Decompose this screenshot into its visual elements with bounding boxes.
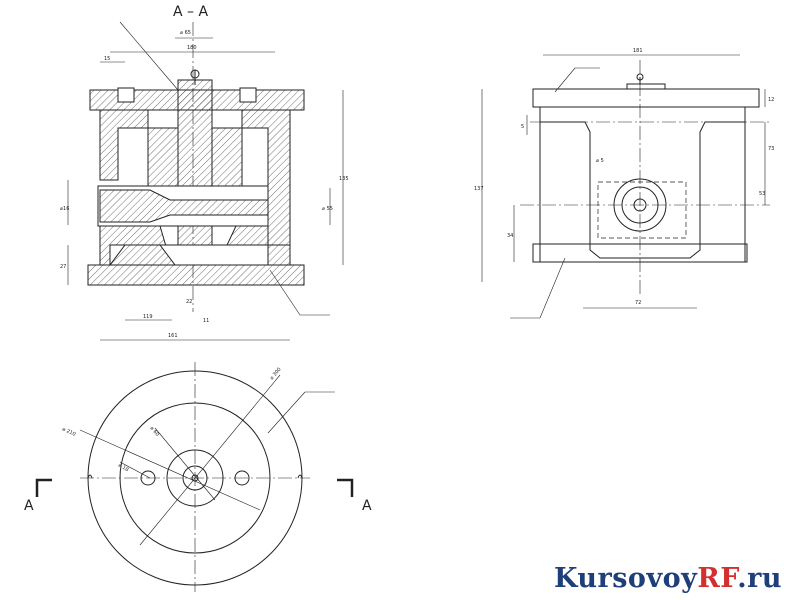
dim-bottom-overall: 161: [168, 333, 178, 339]
watermark: KursovoyRF.ru: [554, 563, 782, 594]
dim-bottom-tiny: 11: [203, 318, 209, 324]
side-dim-left-total: 137: [474, 186, 484, 192]
side-dim-right-small: 12: [768, 97, 774, 103]
leader-top: [119, 21, 179, 91]
watermark-main: Kursovoy: [554, 563, 698, 594]
side-leader-bottom: [539, 257, 566, 319]
side-leader-top: [554, 67, 576, 93]
section-top-bolt-right: [239, 87, 257, 103]
section-marker-right-label: А: [362, 498, 372, 514]
dim-left-small: 15: [104, 56, 110, 62]
dim-left-phi: ⌀16: [60, 206, 69, 212]
dim-left-lower: 27: [60, 264, 66, 270]
dim-height-right: 135: [339, 176, 349, 182]
dim-top-width: 180: [187, 45, 197, 51]
plan-dim-outer-phi: ⌀ 300: [269, 367, 283, 382]
section-title: А – А: [173, 4, 208, 20]
side-hidden-box: [597, 181, 687, 239]
section-top-bolt-left: [117, 87, 135, 103]
plan-view: ⌀ 300 ⌀ 210 ⌀ 60 ⌀ 18 А А: [24, 362, 372, 592]
side-inner-profile: [540, 121, 745, 259]
side-dim-bottom-width: 72: [635, 300, 641, 306]
section-horizontal-shaft: [99, 189, 269, 223]
watermark-accent: RF: [697, 563, 738, 594]
side-dim-right-lower: 53: [759, 191, 765, 197]
plan-dim-line-outer: [139, 374, 281, 546]
side-view: 181 12 73 53 5 137 34 ⌀ 5 72: [474, 48, 774, 319]
section-base-plate: [87, 264, 305, 286]
section-center-shaft: [177, 79, 213, 263]
side-top-cap: [626, 83, 666, 89]
plan-notch-right: [297, 474, 303, 479]
plan-leader: [267, 391, 306, 434]
side-dim-left-lower: 34: [507, 233, 513, 239]
section-base-wedge: [109, 244, 176, 266]
plan-dim-line-inner: [154, 427, 216, 501]
plan-dim-inner-phi: ⌀ 60: [148, 425, 160, 437]
plan-dim-line-mid: [79, 429, 261, 511]
side-dim-right-mid: 73: [768, 146, 774, 152]
dim-inner-phi: ⌀ 55: [322, 206, 333, 212]
dim-top-phi: ⌀ 65: [180, 30, 191, 36]
side-outer-walls: [539, 107, 746, 262]
dim-bottom-inner: 119: [143, 314, 153, 320]
side-top-plate: [532, 88, 760, 108]
section-pin-head: [190, 69, 200, 79]
side-base-plate: [532, 243, 748, 263]
plan-dim-hole-phi: ⌀ 18: [117, 463, 129, 474]
dim-bottom-small: 22: [186, 299, 192, 305]
side-dim-center-phi: ⌀ 5: [596, 158, 604, 164]
section-inner-left: [147, 127, 179, 187]
section-view: А – А ⌀ 65 180 15 135 ⌀1: [60, 4, 349, 341]
side-dim-left-small: 5: [521, 124, 524, 130]
section-inner-right: [211, 127, 243, 187]
watermark-suffix: .ru: [737, 563, 782, 594]
plan-dim-mid-phi: ⌀ 210: [61, 426, 76, 437]
section-marker-right: [337, 478, 354, 497]
section-marker-left: [35, 478, 52, 497]
section-marker-left-label: А: [24, 498, 34, 514]
side-dim-top-width: 181: [633, 48, 643, 54]
plan-notch-left: [87, 474, 93, 479]
leader-bottom-right: [269, 269, 301, 316]
plan-dim-line-hole: [119, 461, 151, 479]
section-left-wall-upper: [99, 109, 149, 181]
